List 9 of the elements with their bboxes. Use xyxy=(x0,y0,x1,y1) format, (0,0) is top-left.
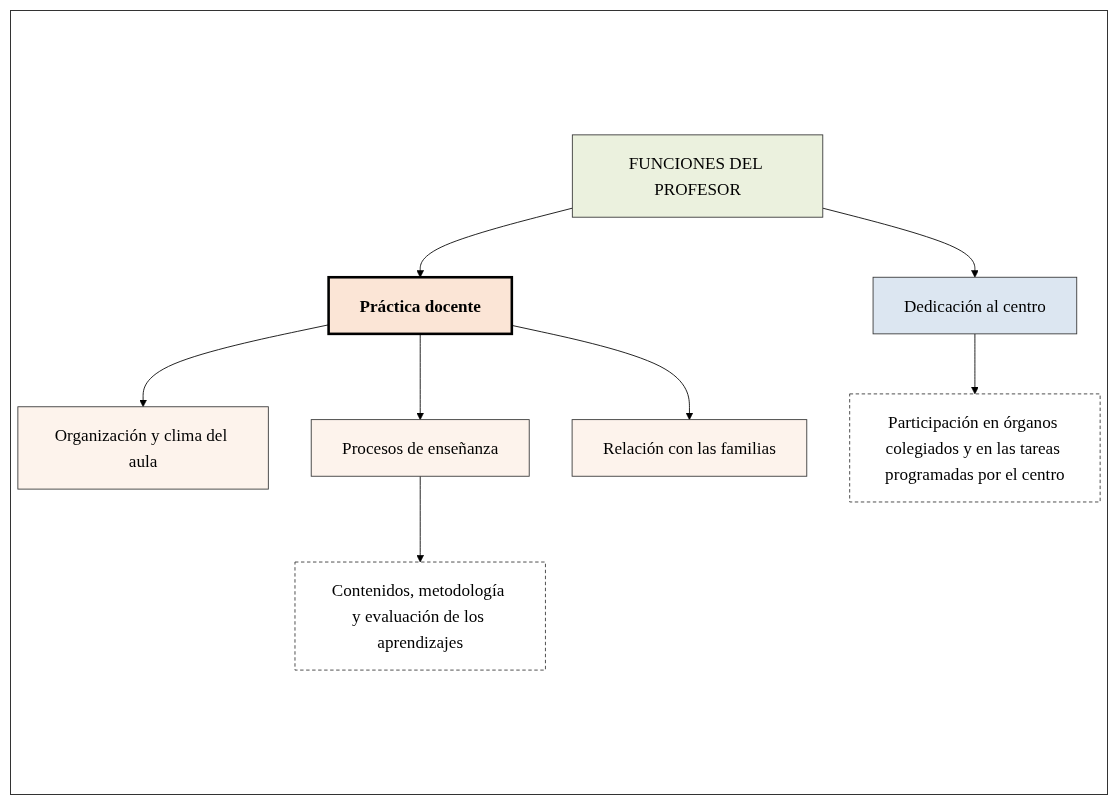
node-box xyxy=(872,276,1078,335)
node-box xyxy=(294,561,546,671)
node-box xyxy=(310,419,530,477)
node-box xyxy=(571,134,824,218)
node-box xyxy=(571,419,808,477)
node-box xyxy=(849,393,1101,503)
diagram-frame: FUNCIONES DEL PROFESOR Práctica docente Dedicación al centro Organización y clima del aula Procesos de enseñanza Relación con las familias Contenidos, metodología y evaluación de los aprendizajes Participación en órganos colegiados y en las tareas programadas por el centro xyxy=(10,10,1108,795)
node-box xyxy=(17,406,269,490)
node-box xyxy=(327,275,514,336)
